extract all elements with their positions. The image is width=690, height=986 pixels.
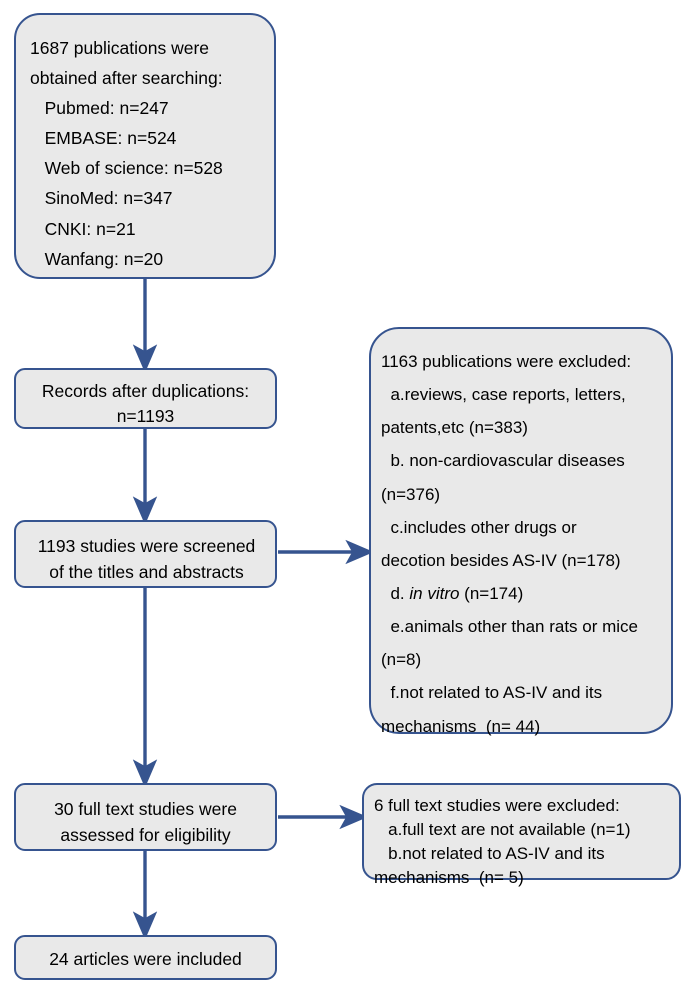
identification-text: 1687 publications were obtained after se… bbox=[30, 38, 223, 269]
eligibility-box: 30 full text studies were assessed for e… bbox=[14, 783, 277, 851]
records-after-duplications-text: Records after duplications: n=1193 bbox=[41, 381, 250, 427]
fulltext-exclusions-text: 6 full text studies were excluded: a.ful… bbox=[374, 796, 631, 888]
screening-box: 1193 studies were screened of the titles… bbox=[14, 520, 277, 588]
screening-exclusions-text: 1163 publications were excluded: a.revie… bbox=[381, 352, 639, 736]
included-box: 24 articles were included bbox=[14, 935, 277, 980]
eligibility-text: 30 full text studies were assessed for e… bbox=[54, 799, 237, 846]
included-text: 24 articles were included bbox=[49, 949, 242, 969]
records-after-duplications-box: Records after duplications: n=1193 bbox=[14, 368, 277, 429]
screening-exclusions-box: 1163 publications were excluded: a.revie… bbox=[369, 327, 673, 736]
screening-text: 1193 studies were screened of the titles… bbox=[37, 536, 256, 583]
fulltext-exclusions-box: 6 full text studies were excluded: a.ful… bbox=[362, 783, 681, 887]
identification-box: 1687 publications were obtained after se… bbox=[14, 13, 276, 279]
italic-term: in vitro bbox=[409, 583, 460, 603]
